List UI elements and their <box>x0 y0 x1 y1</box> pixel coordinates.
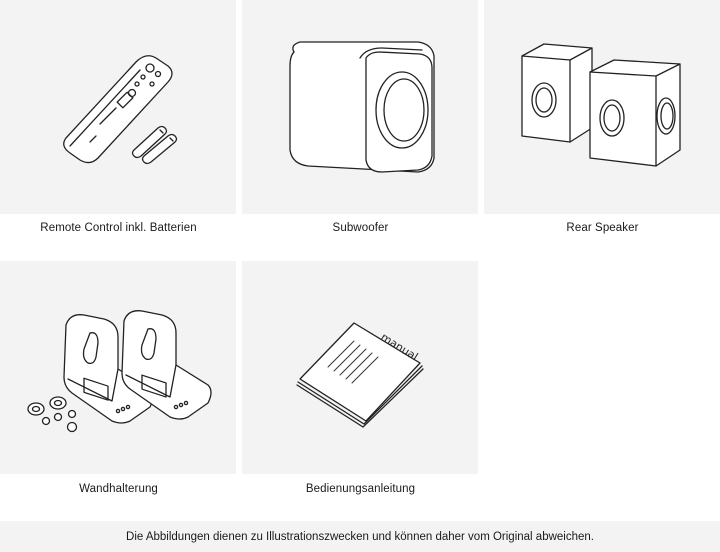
item-label-subwoofer: Subwoofer <box>332 222 389 234</box>
wall-bracket-icon <box>27 310 212 433</box>
item-tile-remote <box>0 0 236 214</box>
disclaimer-bar: Die Abbildungen dienen zu Illustrationsz… <box>0 521 720 552</box>
disclaimer-text: Die Abbildungen dienen zu Illustrationsz… <box>126 530 594 543</box>
item-label-remote: Remote Control inkl. Batterien <box>40 222 197 234</box>
item-tile-rear-speaker <box>484 0 720 214</box>
item-tile-wall-bracket <box>0 261 236 474</box>
item-tile-subwoofer <box>242 0 478 214</box>
item-label-manual: Bedienungsanleitung <box>305 483 416 495</box>
item-label-rear-speaker: Rear Speaker <box>566 222 639 234</box>
manual-icon: manual <box>296 322 424 428</box>
rear-speaker-icon <box>521 43 681 167</box>
remote-control-icon <box>63 55 178 165</box>
item-tile-manual: manual <box>242 261 478 474</box>
item-label-wall-bracket: Wandhalterung <box>79 483 158 495</box>
subwoofer-icon <box>289 41 435 173</box>
